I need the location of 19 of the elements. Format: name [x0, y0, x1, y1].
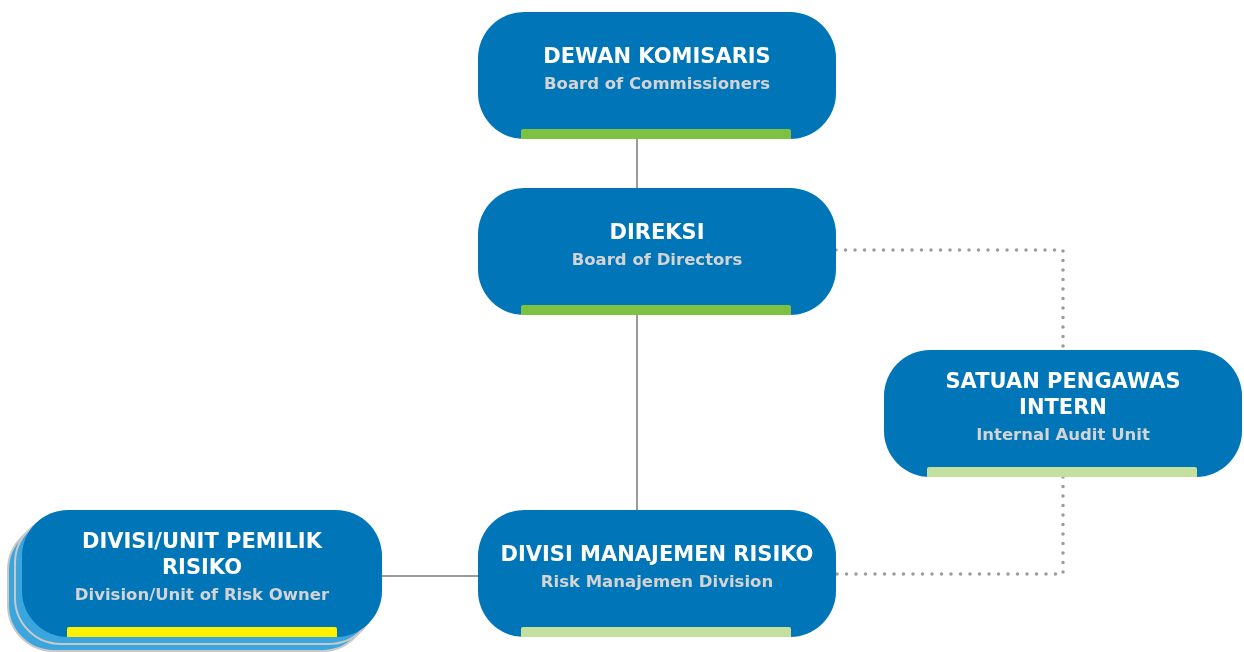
rounded-box [884, 350, 1242, 477]
box-subtitle: Internal Audit Unit [976, 424, 1150, 446]
box-subtitle: Risk Manajemen Division [540, 570, 774, 593]
rounded-box [478, 510, 836, 637]
box-subtitle: Board of Commissioners [544, 72, 770, 95]
rounded-box [22, 510, 382, 637]
rounded-box [478, 12, 836, 139]
box-title: DIREKSI [609, 218, 705, 245]
rounded-box [478, 188, 836, 315]
connector-line [381, 575, 479, 577]
dotted-connector [834, 475, 1065, 576]
box-subtitle: Board of Directors [571, 248, 743, 271]
box-subtitle: Division/Unit of Risk Owner [74, 584, 330, 606]
box-title: DEWAN KOMISARIS [543, 42, 771, 69]
connector-line [636, 314, 638, 511]
box-title: SATUAN PENGAWAS INTERN [944, 367, 1182, 421]
connector-line [636, 138, 638, 189]
box-title: DIVISI MANAJEMEN RISIKO [500, 540, 814, 567]
box-title: DIVISI/UNIT PEMILIK RISIKO [81, 527, 324, 581]
